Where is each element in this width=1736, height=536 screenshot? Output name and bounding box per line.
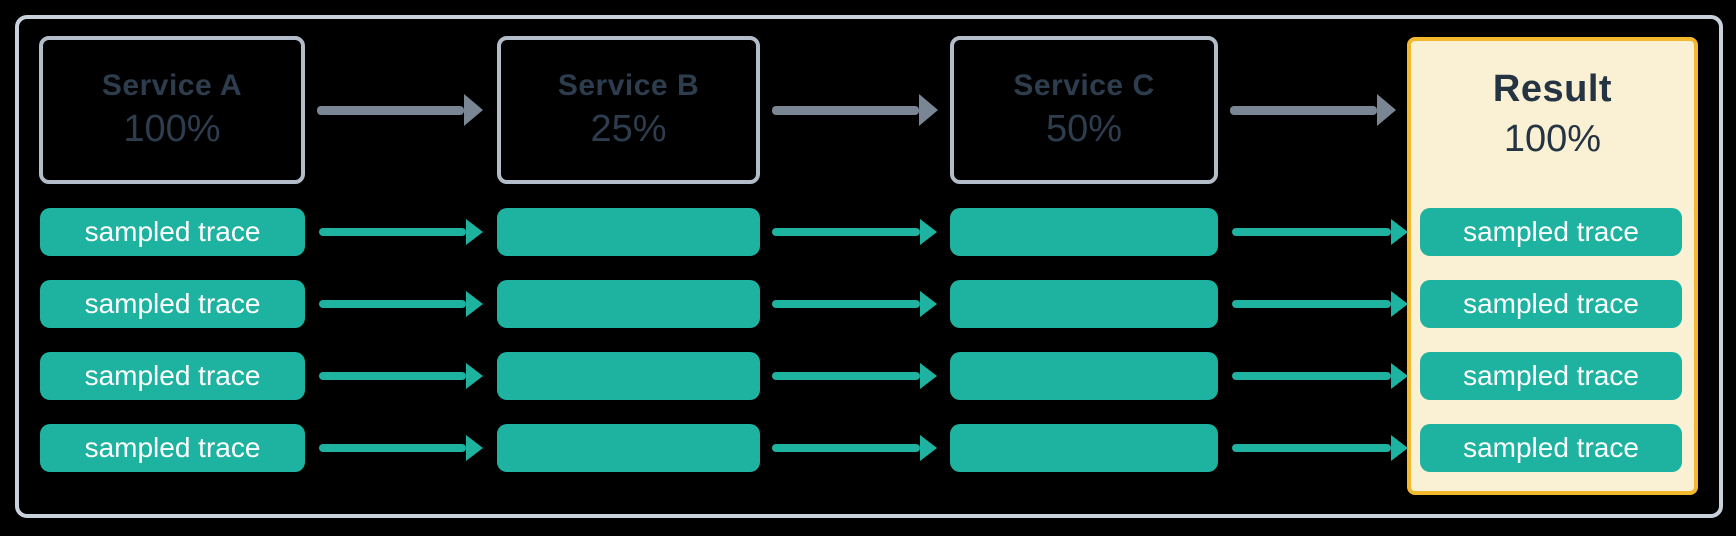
flow-arrow-b-to-c-icon xyxy=(772,94,938,126)
trace-label: sampled trace xyxy=(84,360,261,391)
sampled-trace-bar-a-2: sampled trace xyxy=(40,280,305,328)
sampled-trace-bar-a-4: sampled trace xyxy=(40,424,305,472)
pipeline-frame xyxy=(15,15,1723,518)
result-header: Result 100% xyxy=(1411,41,1694,162)
sampled-trace-bar-result-4: sampled trace xyxy=(1420,424,1682,472)
trace-arrow-1-a-to-b-icon xyxy=(319,219,483,245)
service-a-sampling-rate: 100% xyxy=(123,107,221,150)
trace-arrow-1-b-to-c-icon xyxy=(772,219,937,245)
trace-arrow-2-c-to-result-icon xyxy=(1232,291,1408,317)
trace-arrow-2-a-to-b-icon xyxy=(319,291,483,317)
service-a-title: Service A xyxy=(101,68,243,102)
trace-label: sampled trace xyxy=(1463,216,1639,247)
service-b-sampling-rate: 25% xyxy=(590,107,667,150)
trace-label: sampled trace xyxy=(1463,432,1639,463)
trace-arrow-4-a-to-b-icon xyxy=(319,435,483,461)
flow-arrow-a-to-b-icon xyxy=(317,94,483,126)
trace-label: sampled trace xyxy=(1463,360,1639,391)
trace-label: sampled trace xyxy=(1463,288,1639,319)
sampled-trace-bar-result-2: sampled trace xyxy=(1420,280,1682,328)
trace-arrow-3-b-to-c-icon xyxy=(772,363,937,389)
service-c-title: Service C xyxy=(1013,68,1155,102)
trace-arrow-4-b-to-c-icon xyxy=(772,435,937,461)
trace-arrow-4-c-to-result-icon xyxy=(1232,435,1408,461)
trace-arrow-3-a-to-b-icon xyxy=(319,363,483,389)
service-b-title: Service B xyxy=(557,68,700,102)
sampled-trace-bar-a-1: sampled trace xyxy=(40,208,305,256)
trace-label: sampled trace xyxy=(84,288,261,319)
result-sampling-rate: 100% xyxy=(1503,117,1602,160)
trace-bar-c-1 xyxy=(950,208,1218,256)
trace-arrow-2-b-to-c-icon xyxy=(772,291,937,317)
trace-bar-b-2 xyxy=(497,280,760,328)
service-c-box: Service C 50% xyxy=(950,36,1218,184)
flow-arrow-c-to-result-icon xyxy=(1230,94,1396,126)
sampled-trace-bar-result-3: sampled trace xyxy=(1420,352,1682,400)
result-title: Result xyxy=(1492,68,1613,110)
result-box: Result 100% xyxy=(1407,37,1698,495)
service-b-box: Service B 25% xyxy=(497,36,760,184)
trace-bar-b-3 xyxy=(497,352,760,400)
trace-bar-b-1 xyxy=(497,208,760,256)
trace-arrow-1-c-to-result-icon xyxy=(1232,219,1408,245)
trace-bar-c-4 xyxy=(950,424,1218,472)
trace-bar-c-3 xyxy=(950,352,1218,400)
trace-bar-b-4 xyxy=(497,424,760,472)
trace-label: sampled trace xyxy=(84,432,261,463)
service-a-box: Service A 100% xyxy=(39,36,305,184)
service-c-sampling-rate: 50% xyxy=(1045,107,1123,150)
trace-bar-c-2 xyxy=(950,280,1218,328)
trace-label: sampled trace xyxy=(84,216,261,247)
trace-arrow-3-c-to-result-icon xyxy=(1232,363,1408,389)
sampled-trace-bar-result-1: sampled trace xyxy=(1420,208,1682,256)
sampled-trace-bar-a-3: sampled trace xyxy=(40,352,305,400)
